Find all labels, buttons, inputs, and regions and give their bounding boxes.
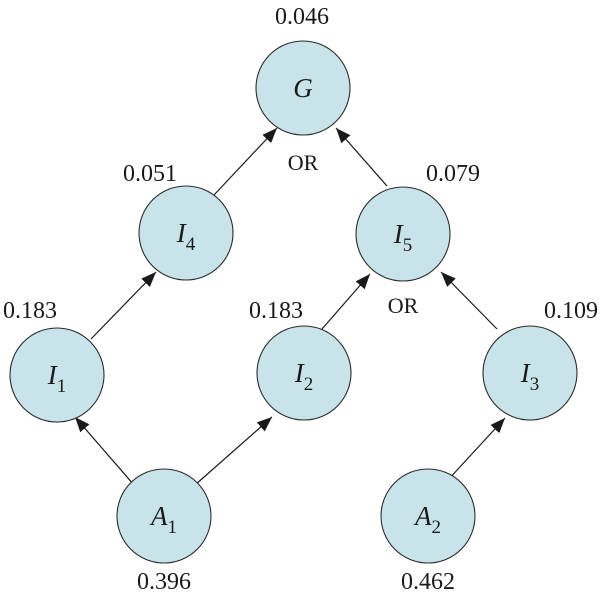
gate-label-i5: OR [388, 293, 419, 318]
edges-group [74, 127, 506, 486]
node-i2-label: I2 [294, 358, 314, 395]
node-i5-label: I5 [393, 219, 413, 256]
edge-a2-i3 [446, 417, 506, 482]
node-a1-circle [116, 468, 212, 564]
node-a2-probability: 0.462 [401, 569, 455, 593]
node-i1-label: I1 [47, 360, 67, 397]
node-i5-probability: 0.079 [426, 161, 480, 187]
node-i4-probability: 0.051 [123, 161, 177, 187]
node-i1-probability: 0.183 [3, 298, 57, 324]
node-g-circle [255, 40, 351, 136]
edge-a1-i1 [74, 416, 135, 486]
node-i4-circle [138, 185, 234, 281]
node-a1: A1 0.396 [116, 468, 212, 593]
node-i4-label: I4 [176, 218, 196, 255]
node-a1-label: A1 [149, 501, 177, 538]
node-i2-probability: 0.183 [249, 298, 303, 324]
node-i3-label: I3 [520, 358, 540, 395]
edge-i5-g [335, 127, 388, 187]
node-i1: I1 0.183 [3, 298, 105, 423]
node-i5-circle [355, 186, 451, 282]
node-i5: I5 0.079 [355, 161, 480, 282]
edge-i2-i5 [321, 273, 371, 330]
node-i2: I2 0.183 [249, 298, 352, 421]
node-i3-probability: 0.109 [544, 298, 598, 324]
node-a1-probability: 0.396 [137, 569, 191, 593]
node-g-label: G [293, 73, 313, 103]
node-g: G 0.046 [255, 4, 351, 136]
node-a2-label: A2 [413, 501, 441, 538]
edge-i1-i4 [90, 271, 157, 340]
node-a2: A2 0.462 [380, 468, 476, 593]
node-i4: I4 0.051 [123, 161, 234, 281]
node-a2-circle [380, 468, 476, 564]
gate-label-g: OR [288, 150, 319, 175]
node-g-probability: 0.046 [275, 4, 329, 30]
node-i3: I3 0.109 [482, 298, 598, 421]
edge-a1-i2 [194, 416, 273, 486]
edge-i3-i5 [440, 271, 498, 330]
node-i3-circle [482, 325, 578, 421]
edge-i4-g [213, 127, 278, 196]
node-i1-circle [9, 327, 105, 423]
node-i2-circle [256, 325, 352, 421]
